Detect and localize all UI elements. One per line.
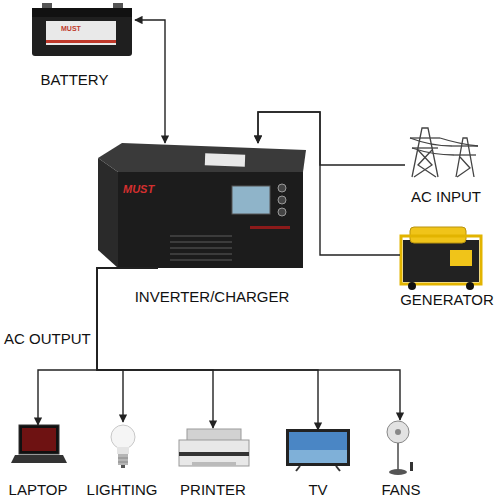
pylon-illustration — [410, 128, 478, 177]
battery-illustration — [32, 3, 132, 56]
bulb-illustration — [111, 425, 135, 468]
device-node: PRINTER — [177, 428, 249, 468]
tv-screen-glow — [289, 450, 347, 463]
inverter-sticker — [205, 153, 245, 166]
inverter-button — [278, 196, 286, 204]
tv-leg — [336, 466, 340, 471]
bulb-glass — [111, 425, 135, 449]
inverter-front — [118, 172, 303, 268]
device-label: FANS — [381, 481, 420, 499]
wire-connector — [135, 20, 165, 143]
device-node: BATTERY — [30, 5, 135, 57]
printer-illustration — [179, 429, 249, 466]
fan-guard — [387, 421, 409, 443]
inverter-lcd — [232, 186, 270, 214]
battery-lid — [32, 8, 132, 17]
pylon-arm — [412, 147, 438, 148]
device-label: LAPTOP — [9, 481, 68, 499]
device-label: INVERTER/CHARGER — [135, 288, 290, 306]
device-label: GENERATOR — [400, 291, 494, 309]
inverter-illustration — [98, 143, 306, 268]
vent-slat — [170, 247, 232, 249]
generator-wheel — [466, 282, 474, 290]
device-node: FANS — [385, 420, 415, 475]
bulb-thread — [118, 462, 128, 463]
tv-frame — [286, 429, 350, 466]
device-node: LAPTOP — [14, 425, 62, 470]
vent-slat — [170, 259, 232, 261]
fan-hub — [395, 429, 401, 435]
bulb-base — [118, 454, 128, 465]
generator-engine — [403, 240, 479, 282]
vent-slat — [170, 253, 232, 255]
device-label: PRINTER — [180, 481, 246, 499]
inverter-button — [278, 184, 286, 192]
inverter-vents — [170, 236, 232, 260]
fan-remote — [410, 462, 413, 471]
connector-label: AC OUTPUT — [4, 330, 91, 348]
device-label: AC INPUT — [411, 188, 481, 206]
device-node: TV — [285, 430, 351, 470]
vent-slat — [170, 241, 232, 243]
device-label: LIGHTING — [87, 481, 158, 499]
device-node: GENERATOR — [400, 222, 482, 288]
laptop-base — [11, 455, 67, 463]
brand-mark: MUST — [123, 183, 154, 196]
generator-frame — [401, 236, 481, 284]
wire-connector — [258, 112, 400, 255]
laptop-display — [22, 428, 56, 451]
laptop-screen — [19, 425, 59, 454]
bulb-neck — [117, 447, 129, 454]
printer-body — [179, 440, 249, 466]
device-label: TV — [308, 481, 327, 499]
pylon-arm — [410, 137, 440, 138]
inverter-top — [98, 143, 306, 172]
brand-mark: MUST — [61, 24, 81, 33]
device-node: LIGHTING — [110, 422, 136, 472]
device-node: AC INPUT — [405, 122, 485, 178]
device-node: INVERTER/CHARGER — [98, 143, 308, 268]
pylon-arm — [454, 154, 476, 155]
generator-illustration — [401, 227, 481, 290]
generator-wheel — [408, 282, 416, 290]
wire-connector — [258, 112, 405, 165]
inverter-button — [278, 208, 286, 216]
bulb-tip — [121, 465, 125, 468]
pylon-frame — [412, 128, 438, 177]
tv-screen — [289, 432, 347, 463]
inverter-side — [98, 158, 118, 268]
device-label: BATTERY — [41, 71, 109, 89]
pylon-brace — [457, 157, 470, 177]
generator-panel — [450, 250, 472, 266]
fan-pole — [397, 443, 399, 470]
laptop-illustration — [11, 425, 67, 463]
wire-connector — [97, 268, 400, 420]
bulb-thread — [118, 458, 128, 459]
vent-slat — [170, 235, 232, 237]
battery-body — [32, 8, 132, 56]
power-wires — [410, 138, 478, 155]
printer-tray — [192, 462, 236, 466]
inverter-trim — [250, 226, 290, 229]
wire-connector — [97, 268, 318, 430]
fan-illustration — [387, 421, 413, 475]
battery-stripe — [46, 40, 116, 43]
printer-strip — [179, 452, 249, 456]
tv-leg — [296, 466, 300, 471]
pylon-brace — [418, 150, 436, 177]
battery-sticker — [46, 21, 116, 45]
tv-illustration — [286, 429, 350, 471]
fan-base — [389, 469, 407, 475]
